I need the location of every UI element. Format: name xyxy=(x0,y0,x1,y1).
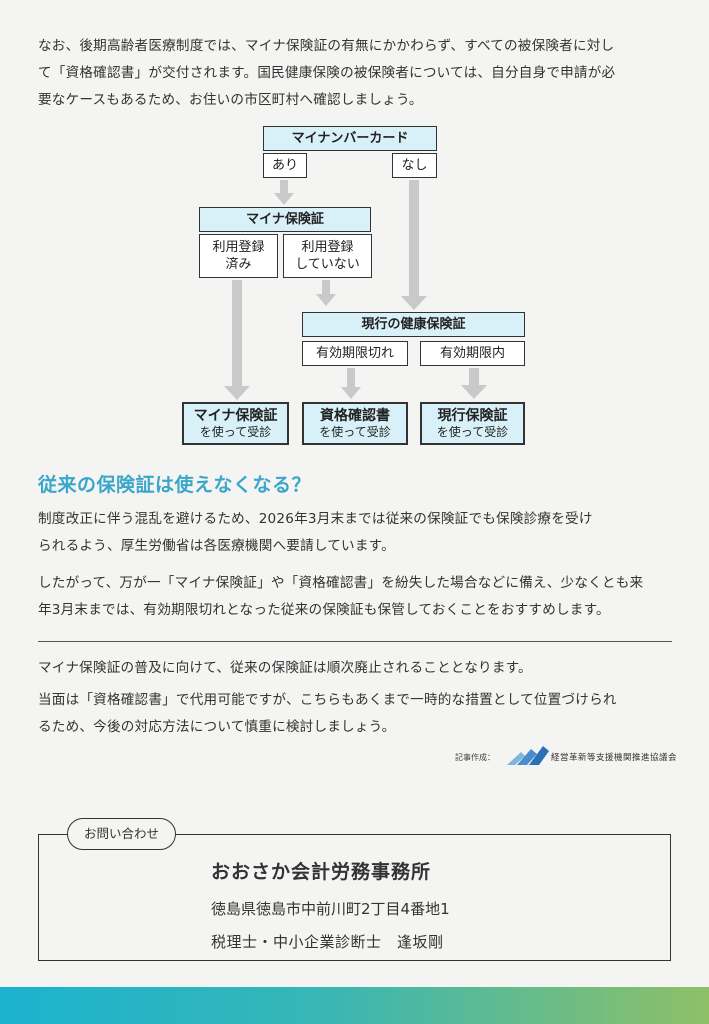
section-line: 制度改正に伴う混乱を避けるため、2026年3月末までは従来の保険証でも保険診療を… xyxy=(38,511,593,527)
flow-current-insurance: 現行の健康保険証 xyxy=(302,312,525,337)
result-title: マイナ保険証 xyxy=(193,407,278,424)
arrow-head xyxy=(461,385,487,399)
office-name: おおさか会計労務事務所 xyxy=(211,861,432,883)
footer-gradient-bar xyxy=(0,987,709,1024)
flow-not-registered-line: していない xyxy=(295,257,360,272)
flow-yes: あり xyxy=(263,153,307,178)
section-line: したがって、万が一「マイナ保険証」や「資格確認書」を紛失した場合などに備え、少な… xyxy=(38,575,644,591)
flow-expired: 有効期限切れ xyxy=(302,341,408,366)
contact-tag: お問い合わせ xyxy=(67,818,177,850)
arrow-head xyxy=(224,386,250,400)
arrow-head xyxy=(401,296,427,310)
office-person: 税理士・中小企業診断士 逢坂剛 xyxy=(211,933,444,951)
intro-line: 要なケースもあるため、お住いの市区町村へ確認しましょう。 xyxy=(38,92,423,108)
intro-paragraph: なお、後期高齢者医療制度では、マイナ保険証の有無にかかわらず、すべての被保険者に… xyxy=(38,33,678,114)
result-mynaho: マイナ保険証 を使って受診 xyxy=(182,402,289,445)
divider xyxy=(38,641,672,642)
arrow-shaft xyxy=(409,180,419,296)
arrow-shaft xyxy=(347,368,355,388)
section-paragraph-2: したがって、万が一「マイナ保険証」や「資格確認書」を紛失した場合などに備え、少な… xyxy=(38,570,678,624)
flow-registered: 利用登録 済み xyxy=(199,234,278,278)
author-label: 記事作成： xyxy=(455,753,495,762)
arrow-shaft xyxy=(469,368,479,386)
result-sub: を使って受診 xyxy=(319,424,391,439)
closing-line: マイナ保険証の普及に向けて、従来の保険証は順次廃止されることとなります。 xyxy=(38,660,532,676)
flow-registered-line: 利用登録 xyxy=(212,240,265,255)
flow-no: なし xyxy=(392,153,437,178)
closing-line: 当面は「資格確認書」で代用可能ですが、こちらもあくまで一時的な措置として位置づけ… xyxy=(38,692,617,708)
closing-paragraph-1: マイナ保険証の普及に向けて、従来の保険証は順次廃止されることとなります。 xyxy=(38,655,678,682)
contact-box: お問い合わせ おおさか会計労務事務所 徳島県徳島市中前川町2丁目4番地1 税理士… xyxy=(38,818,671,961)
flow-mynaho: マイナ保険証 xyxy=(199,207,371,232)
result-sub: を使って受診 xyxy=(436,424,509,439)
arrow-shaft xyxy=(322,280,330,295)
arrow-head xyxy=(274,193,294,205)
flow-valid: 有効期限内 xyxy=(420,341,525,366)
section-line: 年3月末までは、有効期限切れとなった従来の保険証も保管しておくことをおすすめしま… xyxy=(38,602,610,618)
flow-mynumber-card: マイナンバーカード xyxy=(263,126,437,151)
intro-line: て「資格確認書」が交付されます。国民健康保険の被保険者については、自分自身で申請… xyxy=(38,65,616,81)
arrow-head xyxy=(316,294,336,306)
result-qualification: 資格確認書 を使って受診 xyxy=(302,402,408,445)
section-line: られるよう、厚生労働省は各医療機関へ要請しています。 xyxy=(38,538,395,554)
association-logo-icon xyxy=(507,746,549,765)
result-current-card: 現行保険証 を使って受診 xyxy=(420,402,525,445)
flow-not-registered-line: 利用登録 xyxy=(301,240,354,255)
section-heading: 従来の保険証は使えなくなる？ xyxy=(38,474,312,496)
author-organization: 経営革新等支援機関推進協議会 xyxy=(551,753,678,763)
closing-line: るため、今後の対応方法について慎重に検討しましょう。 xyxy=(38,719,396,735)
section-paragraph-1: 制度改正に伴う混乱を避けるため、2026年3月末までは従来の保険証でも保険診療を… xyxy=(38,506,678,560)
result-sub: を使って受診 xyxy=(199,424,272,439)
result-title: 資格確認書 xyxy=(320,407,390,424)
intro-line: なお、後期高齢者医療制度では、マイナ保険証の有無にかかわらず、すべての被保険者に… xyxy=(38,38,615,54)
flow-registered-line: 済み xyxy=(225,257,252,272)
closing-paragraph-2: 当面は「資格確認書」で代用可能ですが、こちらもあくまで一時的な措置として位置づけ… xyxy=(38,687,678,741)
author-credit: 記事作成： 経営革新等支援機関推進協議会 xyxy=(455,746,685,768)
arrow-shaft xyxy=(280,180,288,193)
flow-not-registered: 利用登録 していない xyxy=(283,234,372,278)
result-title: 現行保険証 xyxy=(437,407,508,424)
arrow-head xyxy=(341,387,361,399)
office-address: 徳島県徳島市中前川町2丁目4番地1 xyxy=(211,900,450,918)
arrow-shaft xyxy=(232,280,242,386)
